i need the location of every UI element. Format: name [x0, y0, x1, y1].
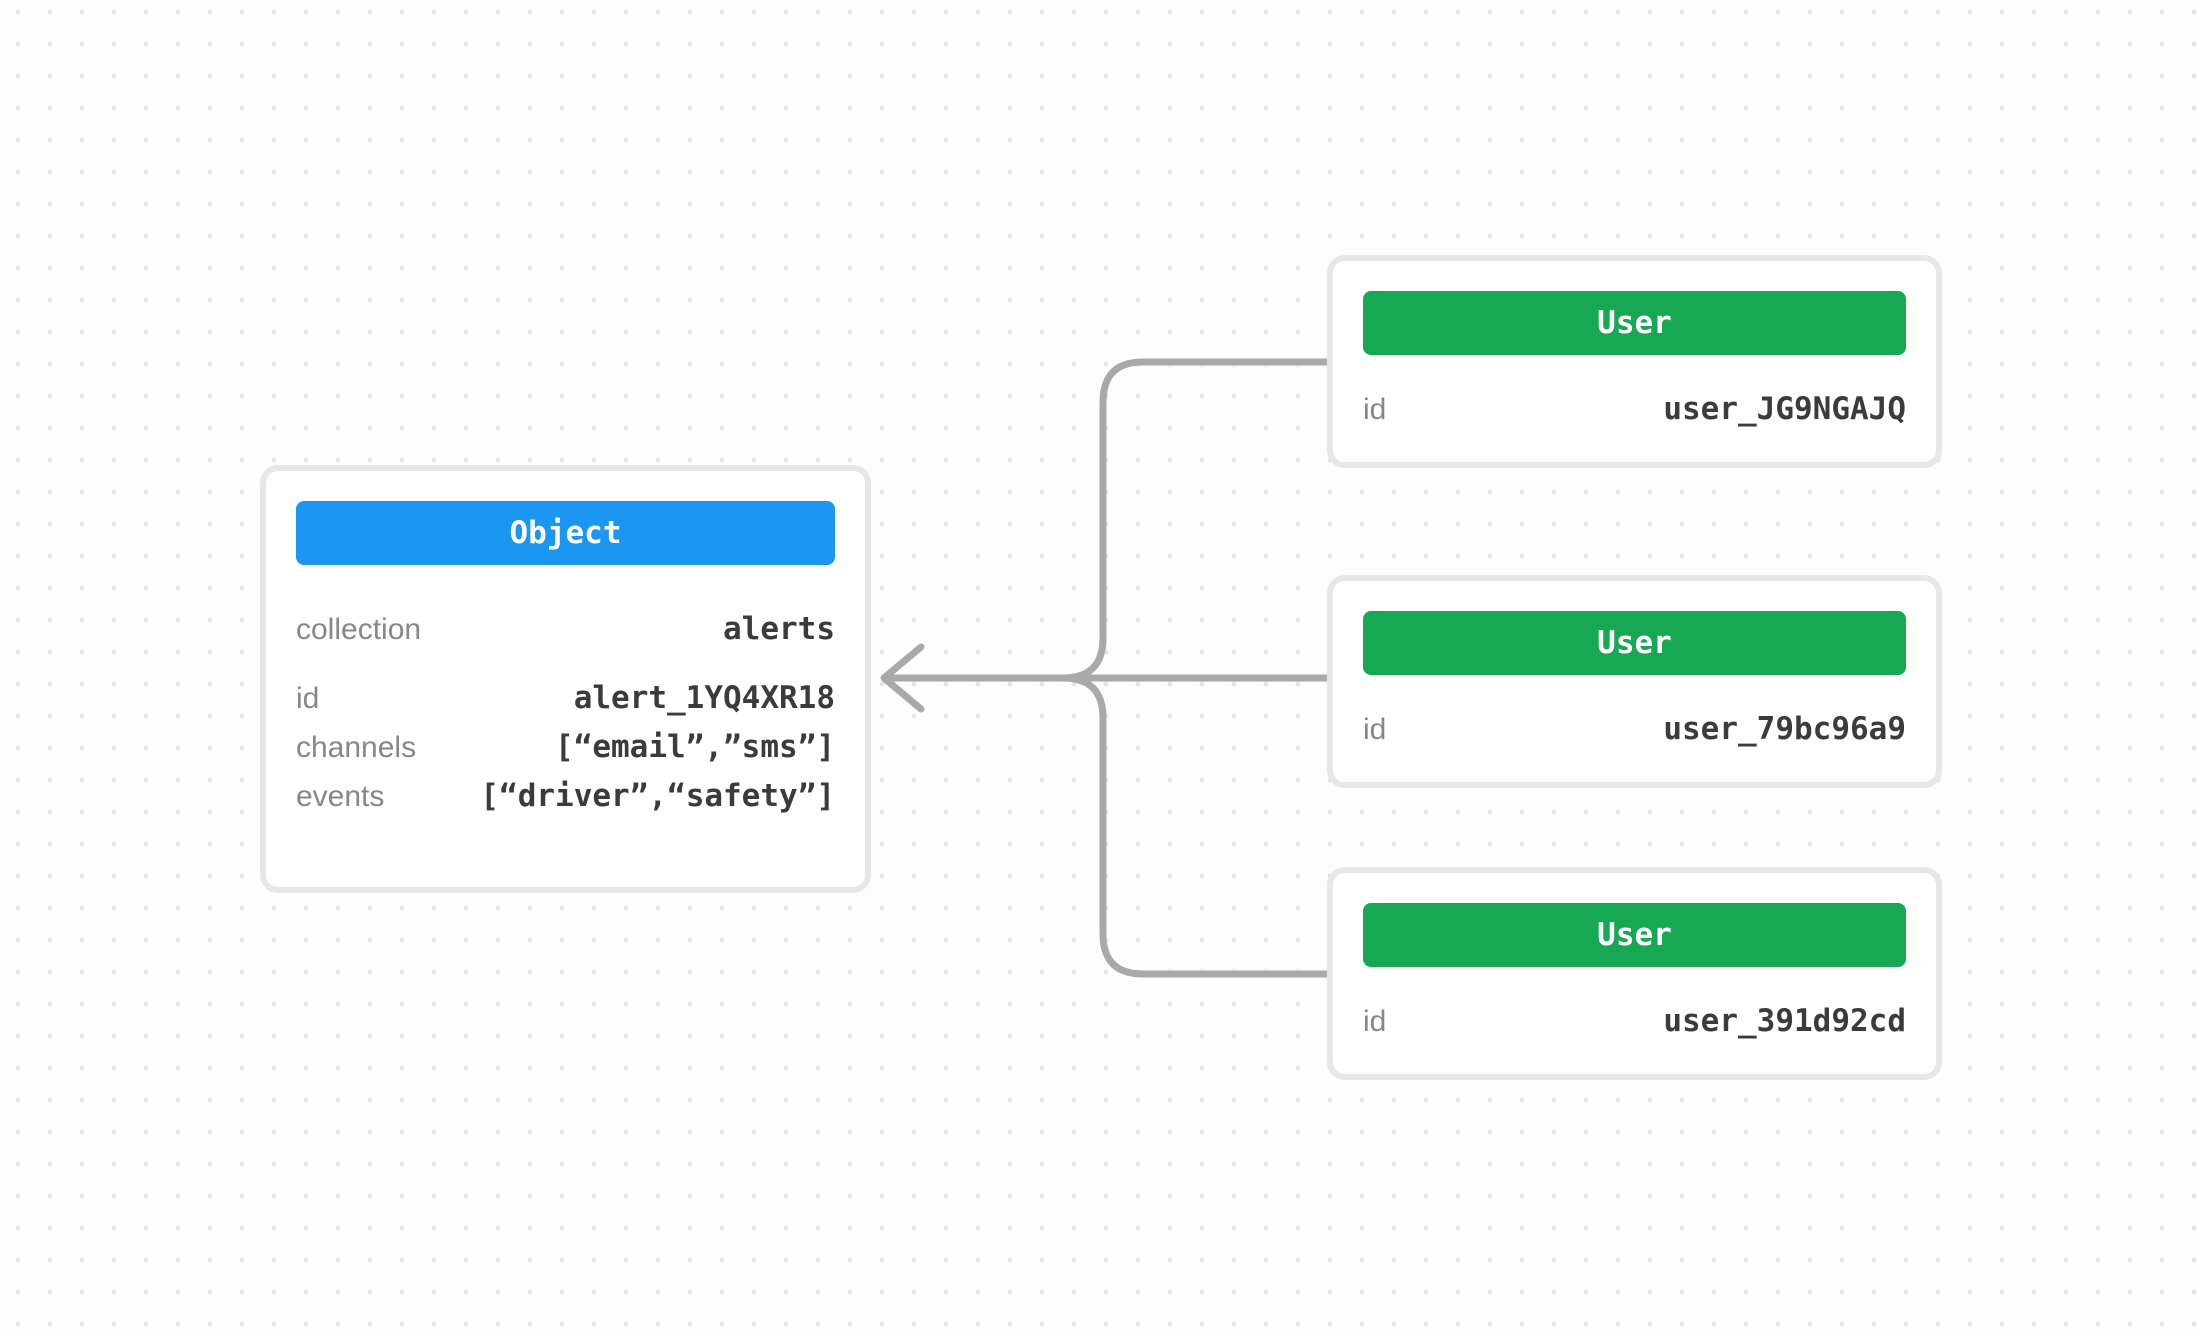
field-label: id — [1363, 1005, 1387, 1038]
user-node-2[interactable]: User id user_79bc96a9 — [1327, 575, 1942, 788]
user-node-header: User — [1363, 611, 1906, 675]
field-label: events — [296, 780, 385, 813]
field-label: id — [296, 682, 320, 715]
field-value: alert_1YQ4XR18 — [573, 680, 835, 716]
field-label: channels — [296, 731, 417, 764]
field-value: user_JG9NGAJQ — [1663, 391, 1906, 427]
field-value: user_391d92cd — [1663, 1003, 1906, 1039]
field-row-collection: collection alerts — [296, 605, 835, 654]
user-node-3[interactable]: User id user_391d92cd — [1327, 867, 1942, 1080]
field-label: collection — [296, 613, 422, 646]
field-row-id: id user_JG9NGAJQ — [1363, 385, 1906, 434]
field-value: [“driver”,“safety”] — [480, 778, 835, 814]
field-value: user_79bc96a9 — [1663, 711, 1906, 747]
field-value: alerts — [723, 611, 835, 647]
object-node-header: Object — [296, 501, 835, 565]
user-node-header: User — [1363, 291, 1906, 355]
user-node-1[interactable]: User id user_JG9NGAJQ — [1327, 255, 1942, 468]
user-node-header: User — [1363, 903, 1906, 967]
field-row-events: events [“driver”,“safety”] — [296, 772, 835, 821]
field-row-id: id alert_1YQ4XR18 — [296, 674, 835, 723]
connector-user3-to-object — [1054, 674, 1331, 978]
field-row-channels: channels [“email”,”sms”] — [296, 723, 835, 772]
field-label: id — [1363, 713, 1387, 746]
field-value: [“email”,”sms”] — [555, 729, 835, 765]
connector-user1-to-object — [1054, 358, 1331, 682]
field-label: id — [1363, 393, 1387, 426]
arrow-head-icon — [880, 643, 925, 713]
field-row-id: id user_391d92cd — [1363, 997, 1906, 1046]
object-node[interactable]: Object collection alerts id alert_1YQ4XR… — [260, 465, 871, 893]
field-row-id: id user_79bc96a9 — [1363, 705, 1906, 754]
